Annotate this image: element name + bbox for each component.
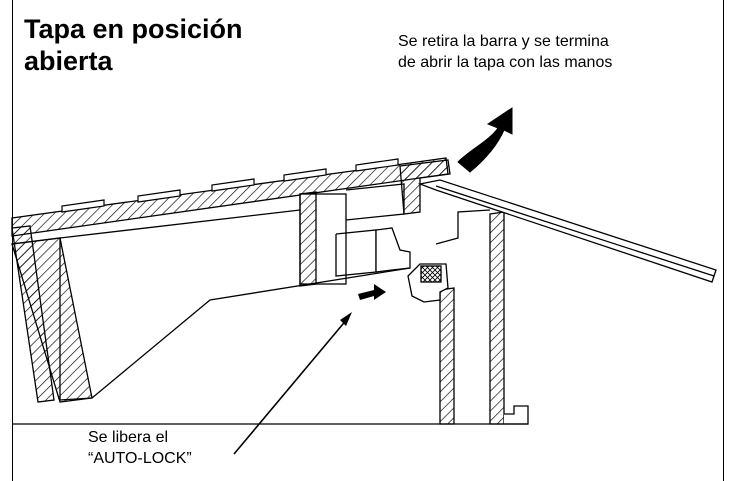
lid-top-plate — [11, 157, 449, 237]
rotate-lid-arrow-icon — [457, 107, 513, 173]
callout-bottom-line-1: Se libera el — [88, 429, 169, 446]
auto-lock-leader-line — [233, 312, 352, 455]
release-direction-arrow-icon — [358, 284, 386, 300]
diagram-title: Tapa en posición abierta — [24, 13, 243, 77]
auto-lock-callout: Se libera el “AUTO-LOCK” — [88, 427, 192, 469]
diagram-frame — [12, 0, 724, 481]
callout-top-line-2: de abrir la tapa con las manos — [398, 54, 613, 71]
lid-inner-body — [11, 183, 411, 403]
callout-bottom-line-2: “AUTO-LOCK” — [88, 450, 192, 467]
instruction-callout-top: Se retira la barra y se termina de abrir… — [398, 31, 612, 73]
callout-top-line-1: Se retira la barra y se termina — [398, 33, 609, 50]
title-line-1: Tapa en posición — [24, 14, 243, 44]
box-side-wall — [12, 209, 529, 425]
title-line-2: abierta — [24, 46, 113, 76]
pry-bar — [417, 179, 717, 283]
